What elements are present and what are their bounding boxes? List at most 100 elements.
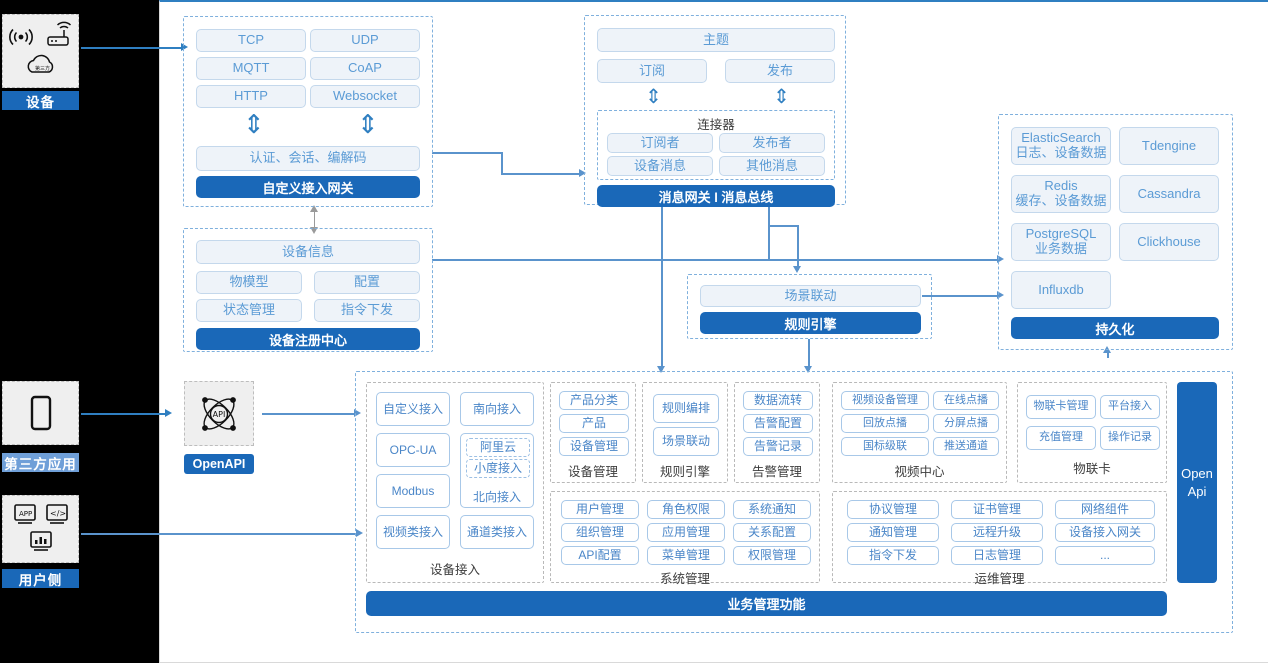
chip-rule-orchestration-label: 规则编排 <box>661 401 710 416</box>
chip-product[interactable]: 产品 <box>559 414 629 433</box>
chip-command-dispatch[interactable]: 指令下发 <box>847 546 939 565</box>
chip-permission-management[interactable]: 权限管理 <box>733 546 811 565</box>
command-dispatch-chip[interactable]: 指令下发 <box>314 299 420 322</box>
chip-scene-linkage[interactable]: 场景联动 <box>653 427 719 456</box>
config-chip[interactable]: 配置 <box>314 271 420 294</box>
group-iot-card-label: 物联卡 <box>1018 458 1166 477</box>
chip-notification-management[interactable]: 通知管理 <box>847 523 939 542</box>
cloud-icon: 第三方 <box>27 54 53 73</box>
persistence-elasticsearch[interactable]: ElasticSearch 日志、设备数据 <box>1011 127 1111 165</box>
arrow-app-to-openapi <box>165 409 172 417</box>
chip-aliyun[interactable]: 阿里云 <box>466 438 530 457</box>
protocol-coap[interactable]: CoAP <box>310 57 420 80</box>
state-management-chip[interactable]: 状态管理 <box>196 299 302 322</box>
chip-api-config[interactable]: API配置 <box>561 546 639 565</box>
double-arrow-subscribe-icon: ⇕ <box>645 84 662 108</box>
third-party-app-card[interactable] <box>2 381 79 445</box>
chip-network-component[interactable]: 网络组件 <box>1055 500 1155 519</box>
chip-push-channel[interactable]: 推送通道 <box>933 437 999 456</box>
chip-video-access[interactable]: 视频类接入 <box>376 515 450 549</box>
persistence-tdengine[interactable]: Tdengine <box>1119 127 1219 165</box>
protocol-tcp[interactable]: TCP <box>196 29 306 52</box>
chip-online-playback[interactable]: 在线点播 <box>933 391 999 410</box>
chip-menu-management-label: 菜单管理 <box>661 548 710 563</box>
topic-chip[interactable]: 主题 <box>597 28 835 52</box>
user-side-card[interactable]: APP </> <box>2 495 79 563</box>
connector-device-message[interactable]: 设备消息 <box>607 156 713 176</box>
arrow-gateway-registry-down <box>310 227 318 234</box>
connector-publisher[interactable]: 发布者 <box>719 133 825 153</box>
chip-operation-record[interactable]: 操作记录 <box>1100 426 1160 450</box>
openapi-card[interactable]: API <box>184 381 254 446</box>
subscribe-chip[interactable]: 订阅 <box>597 59 707 83</box>
protocol-udp-label: UDP <box>351 32 379 48</box>
protocol-websocket[interactable]: Websocket <box>310 85 420 108</box>
chart-window-icon <box>29 531 52 551</box>
chip-protocol-management[interactable]: 协议管理 <box>847 500 939 519</box>
svg-text:</>: </> <box>50 509 66 518</box>
chip-channel-access[interactable]: 通道类接入 <box>460 515 534 549</box>
chip-more[interactable]: ... <box>1055 546 1155 565</box>
business-management-title[interactable]: 业务管理功能 <box>366 591 1167 616</box>
scene-linkage-chip[interactable]: 场景联动 <box>700 285 921 307</box>
chip-operation-record-label: 操作记录 <box>1108 431 1152 444</box>
persistence-postgresql[interactable]: PostgreSQL 业务数据 <box>1011 223 1111 261</box>
chip-custom-access[interactable]: 自定义接入 <box>376 392 450 426</box>
protocol-udp[interactable]: UDP <box>310 29 420 52</box>
chip-relation-config[interactable]: 关系配置 <box>733 523 811 542</box>
chip-recharge-management-label: 充值管理 <box>1039 431 1083 444</box>
openapi-vertical-bar[interactable]: Open Api <box>1177 382 1217 583</box>
chip-alarm-config[interactable]: 告警配置 <box>743 414 813 433</box>
thing-model-chip[interactable]: 物模型 <box>196 271 302 294</box>
device-card[interactable]: 第三方 <box>2 14 79 88</box>
connector-title: 连接器 <box>598 114 834 133</box>
persistence-clickhouse[interactable]: Clickhouse <box>1119 223 1219 261</box>
device-label-badge: 设备 <box>2 91 79 110</box>
protocol-mqtt[interactable]: MQTT <box>196 57 306 80</box>
protocol-http[interactable]: HTTP <box>196 85 306 108</box>
chip-recharge-management[interactable]: 充值管理 <box>1026 426 1096 450</box>
device-info-chip[interactable]: 设备信息 <box>196 240 420 264</box>
chip-modbus[interactable]: Modbus <box>376 474 450 508</box>
chip-video-device-management[interactable]: 视频设备管理 <box>841 391 929 410</box>
chip-rule-orchestration[interactable]: 规则编排 <box>653 394 719 423</box>
gateway-middle-chip[interactable]: 认证、会话、编解码 <box>196 146 420 171</box>
chip-remote-upgrade[interactable]: 远程升级 <box>951 523 1043 542</box>
chip-user-management[interactable]: 用户管理 <box>561 500 639 519</box>
chip-device-management[interactable]: 设备管理 <box>559 437 629 456</box>
chip-product-category[interactable]: 产品分类 <box>559 391 629 410</box>
chip-xiaodu-access[interactable]: 小度接入 <box>466 459 530 478</box>
thing-model-label: 物模型 <box>229 274 269 290</box>
chip-system-notification[interactable]: 系统通知 <box>733 500 811 519</box>
chip-split-screen-playback[interactable]: 分屏点播 <box>933 414 999 433</box>
persistence-title[interactable]: 持久化 <box>1011 317 1219 339</box>
chip-northbound-access[interactable]: 阿里云 小度接入 北向接入 <box>460 433 534 508</box>
connector-subscriber[interactable]: 订阅者 <box>607 133 713 153</box>
persistence-influxdb[interactable]: Influxdb <box>1011 271 1111 309</box>
chip-alarm-record[interactable]: 告警记录 <box>743 437 813 456</box>
line-openapi-to-business <box>262 413 355 415</box>
chip-platform-access[interactable]: 平台接入 <box>1100 395 1160 419</box>
custom-gateway-title[interactable]: 自定义接入网关 <box>196 176 420 198</box>
connector-other-message[interactable]: 其他消息 <box>719 156 825 176</box>
message-bus-title[interactable]: 消息网关 l 消息总线 <box>597 185 835 207</box>
chip-log-management[interactable]: 日志管理 <box>951 546 1043 565</box>
device-registry-title[interactable]: 设备注册中心 <box>196 328 420 350</box>
chip-gb-cascade[interactable]: 国标级联 <box>841 437 929 456</box>
chip-menu-management[interactable]: 菜单管理 <box>647 546 725 565</box>
chip-device-access-gateway[interactable]: 设备接入网关 <box>1055 523 1155 542</box>
chip-opc-ua[interactable]: OPC-UA <box>376 433 450 467</box>
chip-certificate-management[interactable]: 证书管理 <box>951 500 1043 519</box>
persistence-cassandra[interactable]: Cassandra <box>1119 175 1219 213</box>
publish-chip[interactable]: 发布 <box>725 59 835 83</box>
chip-southbound-access[interactable]: 南向接入 <box>460 392 534 426</box>
rule-engine-title[interactable]: 规则引擎 <box>700 312 921 334</box>
chip-org-management[interactable]: 组织管理 <box>561 523 639 542</box>
persistence-redis[interactable]: Redis 缓存、设备数据 <box>1011 175 1111 213</box>
chip-replay-playback[interactable]: 回放点播 <box>841 414 929 433</box>
chip-iot-card-management[interactable]: 物联卡管理 <box>1026 395 1096 419</box>
persistence-elasticsearch-label: ElasticSearch 日志、设备数据 <box>1015 130 1107 160</box>
chip-data-flow[interactable]: 数据流转 <box>743 391 813 410</box>
chip-app-management[interactable]: 应用管理 <box>647 523 725 542</box>
chip-role-permission[interactable]: 角色权限 <box>647 500 725 519</box>
